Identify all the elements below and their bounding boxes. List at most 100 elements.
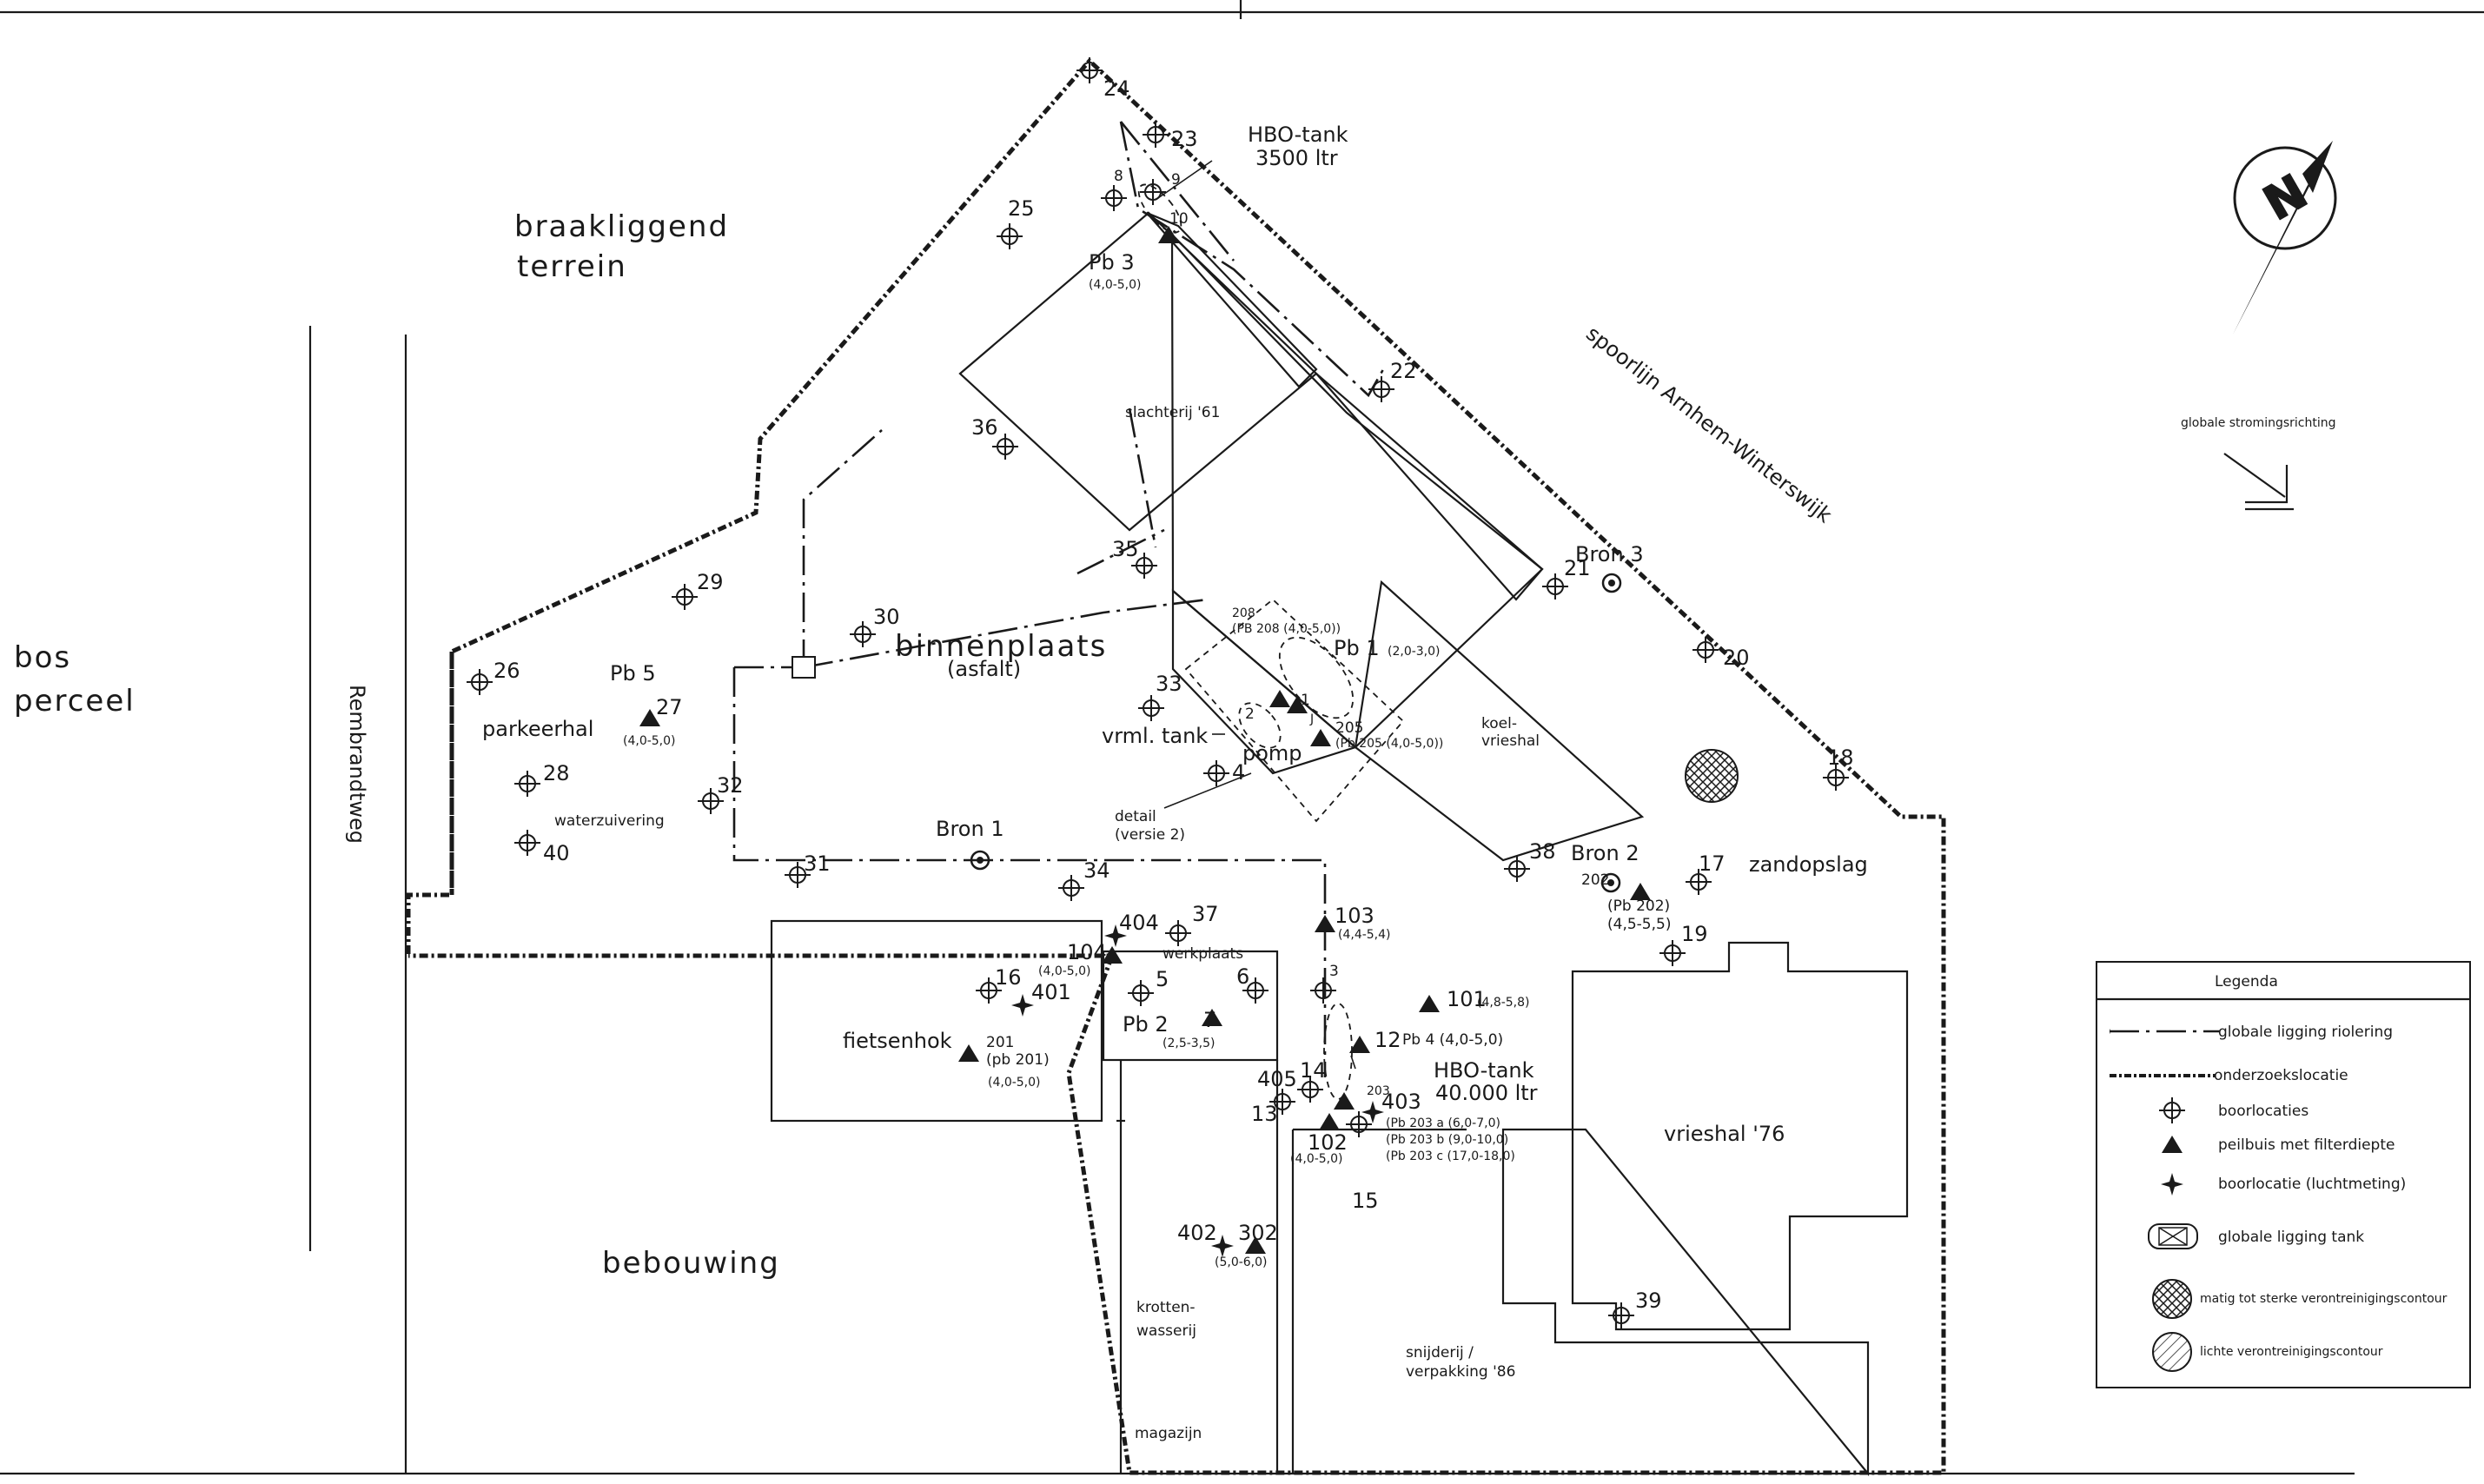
point-numbers: 24 23 9 8 10 25 22 36 35 29 30 26 27 28 … [493,76,1854,1313]
label-pb203a: (Pb 203 a (6,0-7,0) [1386,1116,1500,1130]
label-d302: (5,0-6,0) [1215,1255,1268,1269]
label-d102: (4,0-5,0) [1290,1152,1343,1166]
pt-3: 3 [1329,963,1339,980]
pt-23: 23 [1171,127,1198,151]
label-binnenplaats: binnenplaats [895,629,1107,664]
pt-26: 26 [493,659,520,683]
pt-9: 9 [1171,171,1181,189]
pt-101: 101 [1447,987,1487,1011]
pt-403: 403 [1381,1090,1421,1114]
pt-13: 13 [1251,1102,1278,1126]
pt-205: 205 [1335,719,1363,737]
pt-29: 29 [697,570,724,594]
label-detail-versie: (versie 2) [1115,826,1185,844]
pt-20: 20 [1723,646,1750,670]
pt-404: 404 [1119,911,1159,935]
pt-35: 35 [1112,537,1139,561]
label-hbo-tank-1-vol: 3500 ltr [1255,146,1338,170]
pt-6: 6 [1236,964,1249,989]
legend-item-boorlocaties: boorlocaties [2218,1103,2308,1120]
pt-201: 201 [986,1034,1014,1051]
label-werkplaats: werkplaats [1163,945,1243,963]
label-hbo-tank-1: HBO-tank [1248,123,1348,147]
sewer-lines [732,121,1388,1077]
pt-8: 8 [1114,168,1123,185]
label-parkeerhal: parkeerhal [482,717,593,741]
pt-19: 19 [1681,922,1708,946]
pt-28: 28 [543,761,570,785]
pt-405: 405 [1257,1067,1297,1091]
label-d104: (4,0-5,0) [1038,964,1091,978]
label-wasserij: wasserij [1136,1322,1196,1340]
buildings [770,211,1909,1477]
pt-22: 22 [1390,359,1417,383]
pt-25: 25 [1008,196,1035,221]
pt-18: 18 [1827,745,1854,770]
label-asfalt: (asfalt) [947,657,1021,681]
label-pomp: pomp [1242,741,1302,765]
label-pb1: Pb 1 [1334,636,1380,660]
label-perceel: perceel [14,684,136,719]
pt-202: 202 [1581,871,1609,889]
pt-15: 15 [1352,1189,1379,1213]
label-pb1-depth: (2,0-3,0) [1388,645,1441,659]
label-slachterij: slachterij '61 [1125,404,1220,421]
legend-item-tank: globale ligging tank [2218,1229,2364,1246]
label-road: Rembrandtweg [345,685,369,844]
pt-31: 31 [804,851,831,876]
pt-36: 36 [971,415,998,440]
legend-item-heavy-contour: matig tot sterke verontreinigingscontour [2200,1292,2448,1306]
site-boundary [406,57,1946,1475]
label-hbo-tank-2: HBO-tank [1434,1058,1534,1083]
label-d103: (4,4-5,4) [1338,928,1391,942]
flow-direction-label: globale stromingsrichting [2181,416,2336,430]
label-snijderij: snijderij / [1406,1344,1474,1361]
pt-32: 32 [717,773,744,798]
rembrandtweg-road [308,326,407,1474]
pt-27: 27 [656,695,683,719]
label-waterzuivering: waterzuivering [554,812,665,830]
label-pb203b: (Pb 203 b (9,0-10,0) [1386,1133,1508,1147]
pt-16: 16 [995,965,1022,990]
legend-item-luchtmeting: boorlocatie (luchtmeting) [2218,1176,2406,1193]
label-rail: spoorlijn Arnhem-Winterswijk [1581,321,1836,528]
label-d27: (4,0-5,0) [623,734,676,748]
label-koel: koel- [1481,715,1517,732]
label-d101: (4,8-5,8) [1477,996,1530,1010]
label-pb4: Pb 4 (4,0-5,0) [1402,1031,1503,1049]
label-pb208-2: (PB 208 (4,0-5,0)) [1232,622,1341,636]
pt-402: 402 [1177,1221,1217,1245]
label-detail: detail [1115,808,1156,825]
label-vrml-tank: vrml. tank [1102,724,1208,748]
legend-item-riolering: globale ligging riolering [2218,1024,2393,1041]
pt-7: 7 [1203,1008,1216,1032]
label-pb2: Pb 2 [1123,1012,1169,1037]
label-terrein: terrein [517,249,627,284]
label-vrieshal76: vrieshal '76 [1664,1122,1785,1146]
north-compass: N [2233,141,2337,335]
pt-10: 10 [1169,210,1189,228]
label-bron2: Bron 2 [1571,841,1639,865]
pt-12: 12 [1374,1028,1401,1052]
flow-arrow-icon [2223,453,2294,511]
label-pb202-2: (4,5-5,5) [1607,916,1671,933]
label-pb203c: (Pb 203 c (17,0-18,0) [1386,1149,1515,1163]
pt-14: 14 [1300,1058,1327,1083]
label-pb3: Pb 3 [1089,250,1135,275]
label-bos: bos [14,640,71,675]
label-bron1: Bron 1 [936,817,1004,841]
label-pb208-1: 208 [1232,606,1255,620]
legend: Legenda globale ligging riolering onderz… [2096,961,2471,1388]
label-fietsenhok: fietsenhok [843,1029,952,1053]
pt-2: 2 [1245,706,1255,723]
label-pb205: (Pb 205 (4,0-5,0)) [1335,737,1443,751]
pt-104: 104 [1067,940,1107,964]
detail-box [1184,598,1405,823]
label-pb5: Pb 5 [610,661,656,686]
label-bebouwing: bebouwing [602,1246,780,1281]
label-braakliggend: braakliggend [514,209,729,244]
legend-item-onderzoekslocatie: onderzoekslocatie [2214,1067,2348,1084]
label-j: J [1309,712,1314,726]
pt-401: 401 [1031,980,1071,1004]
